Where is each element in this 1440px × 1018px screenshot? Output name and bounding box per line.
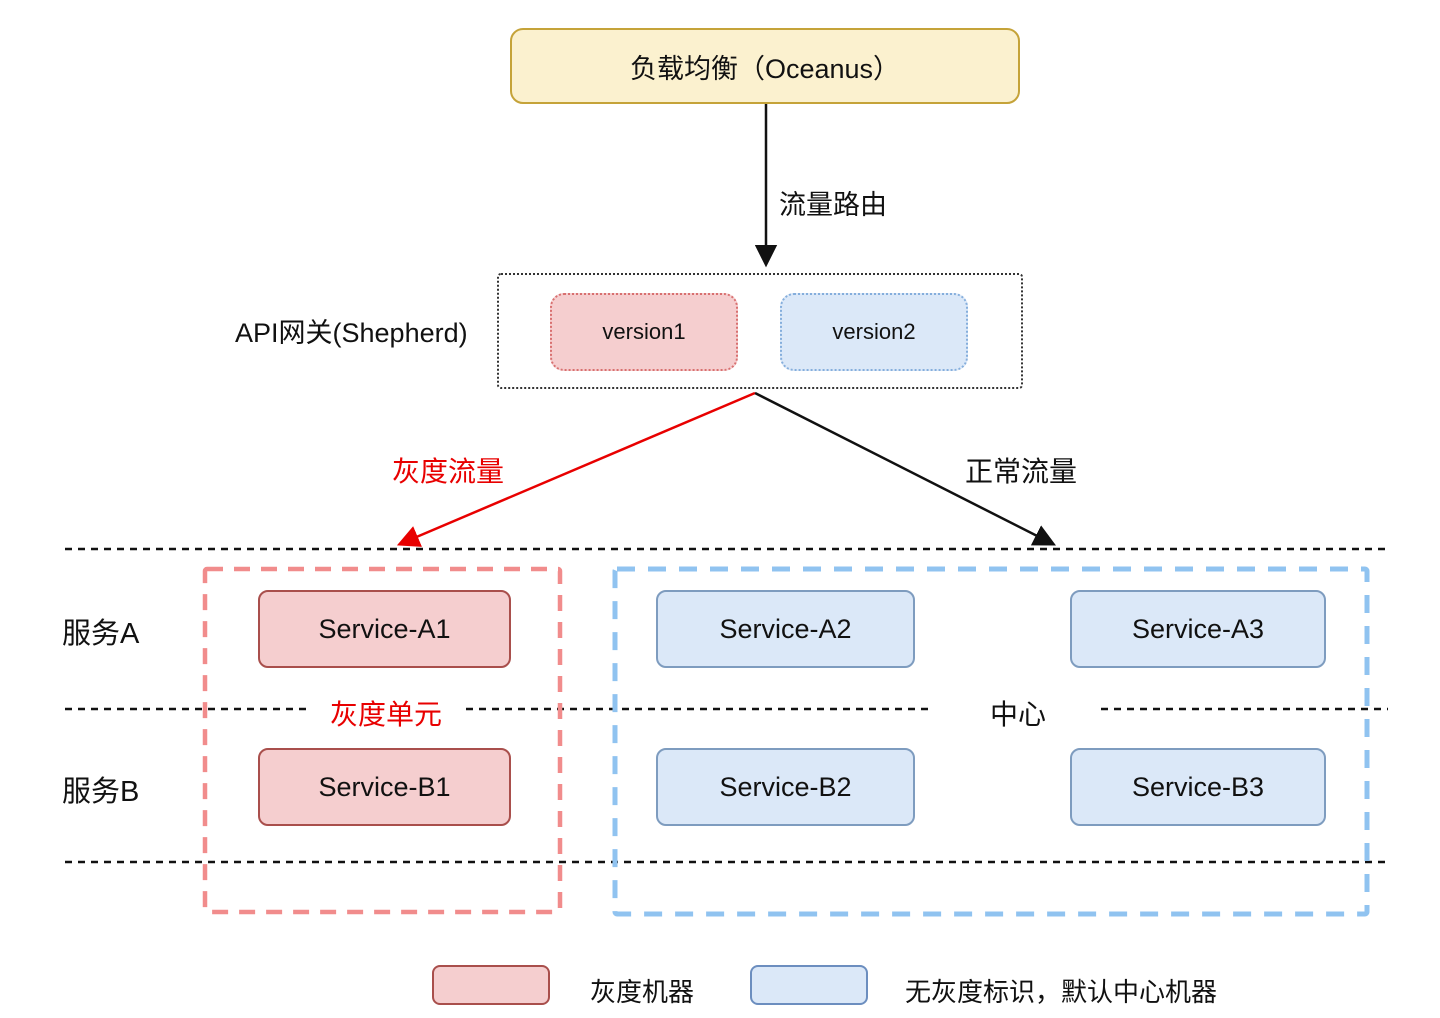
normal-traffic-arrow — [754, 391, 1057, 546]
service-b2-node: Service-B2 — [656, 748, 915, 826]
center-unit-label: 中心 — [978, 693, 1058, 733]
legend-gray-machine-swatch — [432, 965, 550, 1005]
traffic-route-label: 流量路由 — [779, 190, 887, 220]
row-label-service-a: 服务A — [62, 618, 140, 650]
service-a3-node: Service-A3 — [1070, 590, 1326, 668]
api-gateway-node: version1 version2 — [497, 273, 1023, 389]
gray-unit-label: 灰度单元 — [320, 693, 452, 733]
gray-traffic-arrow — [396, 391, 756, 547]
version2-node: version2 — [780, 293, 968, 371]
normal-traffic-label: 正常流量 — [965, 456, 1078, 487]
legend-gray-machine-label: 灰度机器 — [590, 977, 695, 1007]
load-balancer-node: 负载均衡（Oceanus） — [510, 28, 1020, 104]
service-b1-node: Service-B1 — [258, 748, 511, 826]
gray-traffic-label: 灰度流量 — [392, 456, 505, 487]
version1-node: version1 — [550, 293, 738, 371]
service-a2-node: Service-A2 — [656, 590, 915, 668]
legend-center-machine-label: 无灰度标识，默认中心机器 — [905, 977, 1218, 1007]
legend-center-machine-swatch — [750, 965, 868, 1005]
service-b3-node: Service-B3 — [1070, 748, 1326, 826]
row-label-service-b: 服务B — [62, 776, 140, 808]
gray-unit-frame — [202, 566, 563, 915]
center-unit-frame — [612, 566, 1370, 917]
service-a1-node: Service-A1 — [258, 590, 511, 668]
api-gateway-label: API网关(Shepherd) — [235, 318, 468, 348]
